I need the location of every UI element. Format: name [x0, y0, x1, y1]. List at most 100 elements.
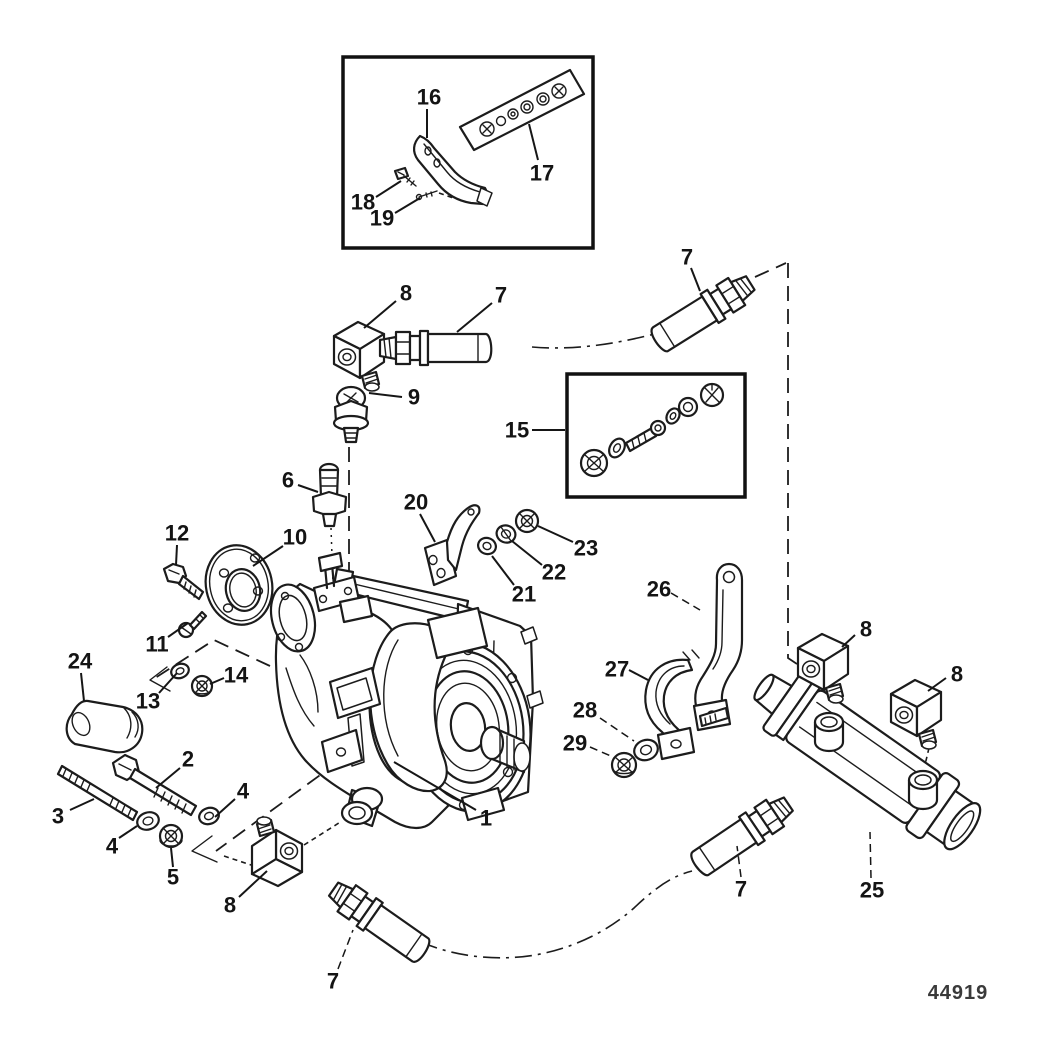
leader-line-9-7: [368, 392, 403, 398]
washer-part4-left: [136, 811, 160, 831]
elbow-port-dash-2: [923, 747, 930, 770]
callout-label-23-13: 23: [574, 536, 598, 561]
elbow-fitting-top: [332, 320, 386, 393]
leader-line-26-16: [670, 592, 701, 611]
nut-part5: [158, 823, 184, 849]
leader-line-29-25: [589, 746, 614, 758]
cooler-port-front: [813, 711, 845, 753]
alignment-chevron-lower: [215, 761, 339, 852]
bolt-part12: [162, 562, 205, 601]
leader-line-10-12: [252, 545, 284, 567]
leader-line-1-29: [393, 761, 477, 811]
lockwasher-part22: [495, 524, 517, 544]
washer-part21: [477, 536, 497, 556]
hose-fitting-top-middle: [378, 329, 493, 367]
leader-line-7-5: [456, 302, 493, 333]
vent-fitting-part9: [332, 385, 370, 444]
leader-line-20-10: [419, 513, 436, 543]
plug-part24: [65, 699, 144, 754]
leader-line-13-21: [158, 672, 178, 694]
locknut-part14: [190, 674, 214, 698]
hose-fitting-top-right: [645, 267, 761, 358]
alignment-chevron-upper: [151, 638, 271, 681]
callout-label-7-35: 7: [327, 969, 339, 994]
leader-line-8-22: [841, 634, 856, 648]
hose-route-bottom: [420, 870, 693, 959]
leader-line-7-35: [337, 929, 354, 970]
callout-label-24-18: 24: [68, 649, 93, 674]
hose-fitting-bottom-right: [685, 788, 799, 882]
callout-label-16-0: 16: [417, 85, 441, 110]
callout-label-10-12: 10: [283, 525, 307, 550]
screw-part11: [177, 610, 208, 639]
inset-box-bracket-kit: [341, 55, 595, 250]
callout-label-14-19: 14: [224, 663, 249, 688]
leader-line-4-30: [118, 825, 138, 839]
leader-line-19-3: [394, 197, 421, 214]
anode-bracket-part20: [423, 504, 481, 587]
stud-part3: [56, 764, 139, 822]
callout-label-27-20: 27: [605, 657, 629, 682]
callout-label-7-5: 7: [495, 283, 507, 308]
callout-label-8-4: 8: [400, 281, 412, 306]
nut-part29: [610, 751, 638, 779]
callout-label-8-32: 8: [224, 893, 236, 918]
callout-label-7-6: 7: [681, 245, 693, 270]
elbow-housing-dash: [303, 820, 343, 846]
fastener-kit-part15: [579, 382, 725, 478]
callout-label-4-30: 4: [106, 834, 119, 859]
leader-line-6-9: [297, 484, 319, 493]
leader-line-18-2: [375, 180, 402, 198]
callout-label-19-3: 19: [370, 206, 394, 231]
mounting-flange-part10: [204, 544, 274, 626]
callout-label-5-31: 5: [167, 865, 179, 890]
leader-line-7-6: [690, 267, 701, 292]
callout-label-3-28: 3: [52, 804, 64, 829]
callout-label-11-17: 11: [145, 632, 168, 657]
callout-label-26-16: 26: [647, 577, 671, 602]
callout-label-7-33: 7: [735, 877, 747, 902]
leader-line-22-14: [511, 540, 543, 566]
callout-label-2-26: 2: [182, 747, 194, 772]
leader-line-2-26: [155, 767, 181, 789]
hose-routing-lines: [149, 192, 930, 959]
hose-route-right: [754, 262, 798, 665]
callout-label-15-8: 15: [505, 418, 529, 443]
callout-label-8-22: 8: [860, 617, 872, 642]
callout-label-21-15: 21: [512, 582, 536, 607]
leader-line-25-34: [869, 831, 872, 879]
retainer-strap-part26: [692, 562, 744, 732]
elbow-fitting-right-lower: [889, 678, 943, 751]
leader-line-11-17: [167, 622, 189, 638]
callout-label-4-27: 4: [237, 779, 250, 804]
callout-label-6-9: 6: [282, 468, 294, 493]
leader-line-28-24: [599, 717, 635, 742]
clamp-part27: [644, 649, 700, 761]
leader-line-24-18: [80, 672, 85, 702]
callout-label-9-7: 9: [408, 385, 420, 410]
callout-label-18-2: 18: [351, 190, 375, 215]
inset-box-fastener-kit: [565, 372, 747, 499]
callout-label-17-1: 17: [530, 161, 554, 186]
drawing-number: 44919: [928, 982, 989, 1004]
bolt-part2: [111, 753, 198, 817]
callout-label-25-34: 25: [860, 878, 884, 903]
callout-label-12-11: 12: [165, 521, 189, 546]
hose-fitting-bottom-left: [322, 874, 436, 968]
elbow-fitting-bottom-left: [250, 815, 304, 888]
leader-line-8-23: [927, 677, 947, 692]
leader-line-12-11: [175, 544, 178, 566]
callout-label-22-14: 22: [542, 560, 566, 585]
sender-fitting-part6: [311, 462, 348, 528]
chevron-tip-lower: [191, 835, 218, 863]
washer-part28: [633, 738, 659, 762]
leader-line-7-33: [736, 845, 742, 878]
leader-line-8-4: [363, 300, 397, 329]
leader-line-4-27: [214, 798, 236, 818]
hose-route-top: [531, 330, 667, 349]
leader-line-27-20: [628, 669, 649, 681]
screw-part18: [393, 166, 417, 187]
callout-label-20-10: 20: [404, 490, 428, 515]
